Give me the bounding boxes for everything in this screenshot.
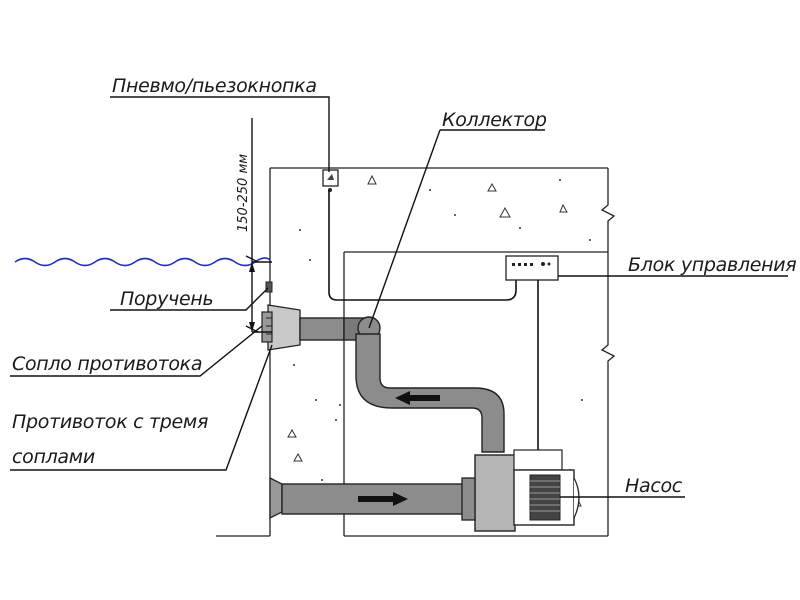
nozzle-assembly — [261, 281, 345, 351]
air-tube — [328, 190, 517, 301]
control-unit — [505, 255, 559, 281]
right-arrow-icon — [358, 492, 408, 506]
label-pump: Насос — [625, 475, 683, 497]
depth-dimension: 150-250 мм — [236, 118, 272, 333]
control-unit-icon — [512, 262, 551, 266]
leader-collector — [368, 129, 545, 329]
left-arrow-icon — [395, 391, 440, 405]
water-surface — [14, 257, 271, 267]
suction-pipe — [269, 476, 476, 521]
depth-dimension-label: 150-250 мм — [236, 154, 251, 232]
pump-icon — [529, 474, 580, 521]
return-pipe — [343, 316, 505, 453]
label-collector: Коллектор — [442, 109, 547, 131]
nozzle-icon — [261, 304, 301, 351]
leader-counterflow — [10, 344, 273, 471]
label-button: Пневмо/пьезокнопка — [112, 75, 317, 97]
label-nozzle: Сопло противотока — [12, 353, 202, 375]
label-handrail: Поручень — [120, 288, 213, 310]
pneumo-button — [322, 169, 339, 192]
label-control-unit: Блок управления — [628, 254, 796, 276]
leader-button — [110, 96, 330, 172]
pump — [474, 449, 580, 532]
label-counterflow-1: Противоток с тремя — [12, 411, 208, 433]
label-counterflow-2: соплами — [12, 446, 95, 468]
leader-handrail — [110, 287, 269, 311]
leader-nozzle — [10, 325, 263, 377]
